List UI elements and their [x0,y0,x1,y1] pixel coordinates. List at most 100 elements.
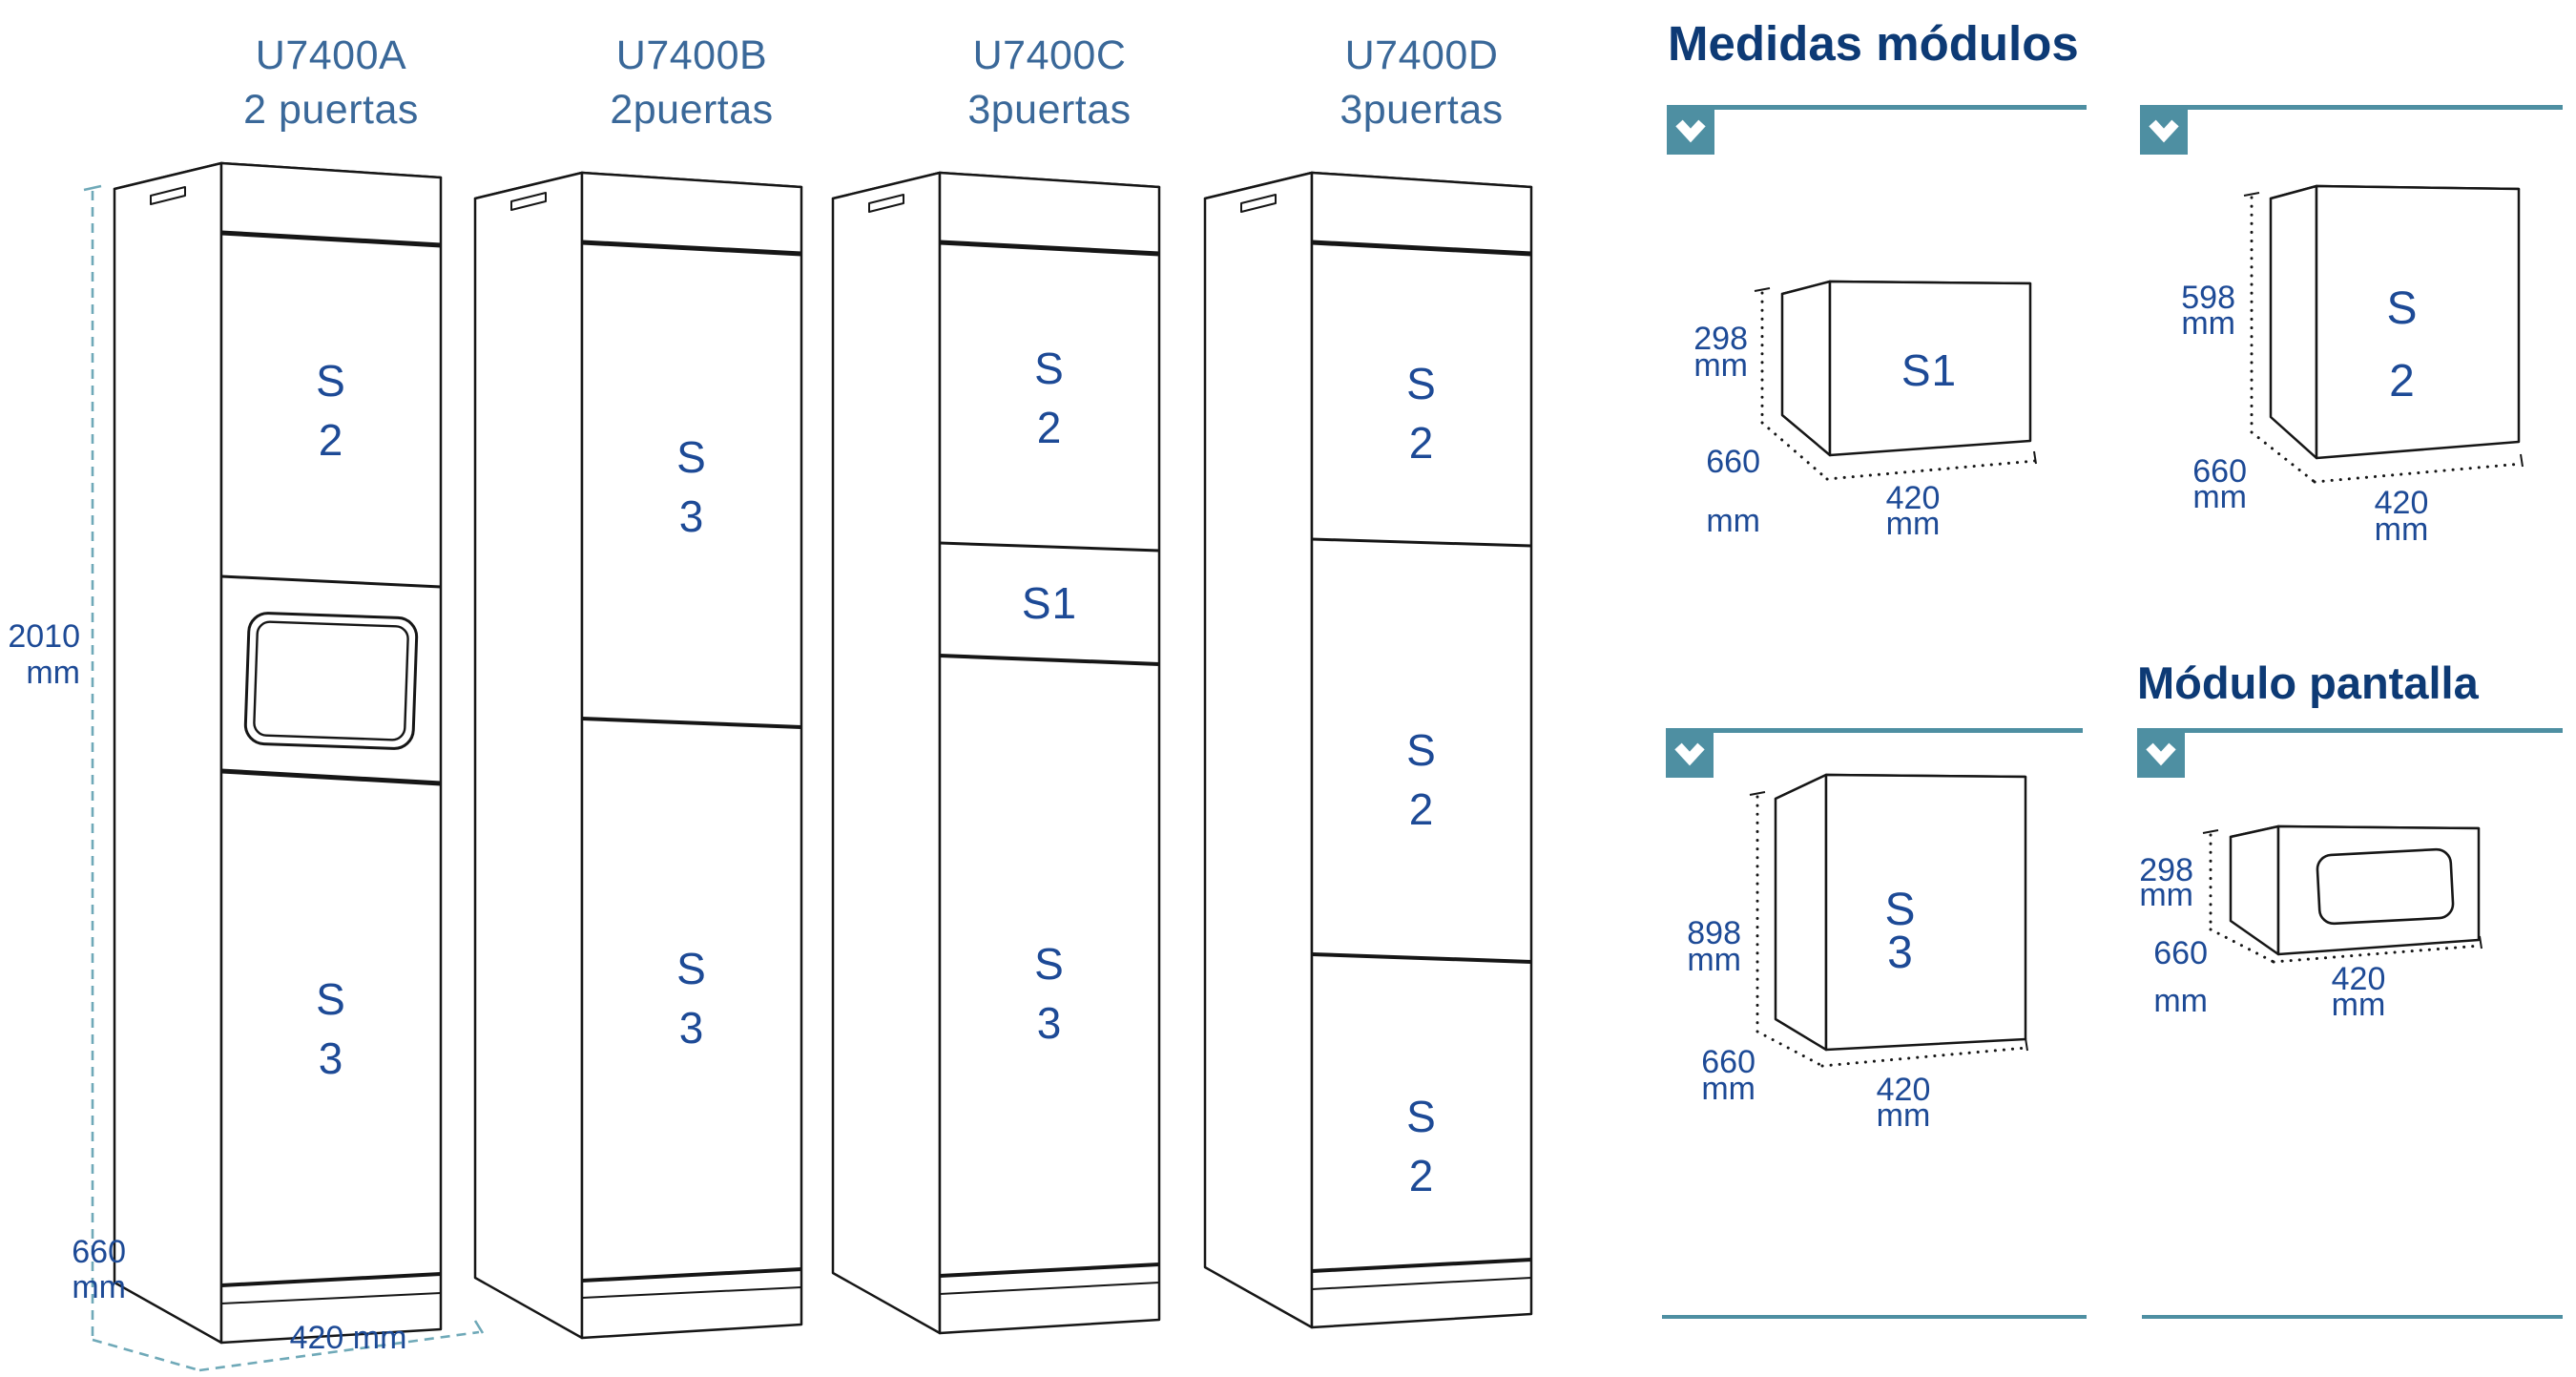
module-side-face [1780,280,1832,457]
dimension-text: mm [2374,511,2429,548]
dimension-text: 298 [1693,321,1748,357]
dimension-text: 660 [1706,444,1760,480]
dotted-dimension-line [1760,421,1829,481]
dimension-text: mm [2331,987,2386,1023]
dimension-text: 420 [2331,961,2386,997]
plinth-line [581,1286,802,1299]
door-divider-line [220,574,442,589]
screen-window [2316,847,2455,926]
module-side-face [2269,184,2318,460]
cabinet-model: U7400A [255,32,407,78]
dotted-dimension-line [1825,459,2037,481]
cabinet-top-strip-line [220,230,442,248]
module-s1-depth-unit: mm [1646,505,1760,537]
dimension-tick [1749,791,1766,796]
module-pantalla-depth-unit: mm [2093,983,2208,1019]
plinth-line [1311,1258,1532,1273]
compartment-label: 2 [1409,784,1435,834]
dotted-dimension-line [1820,1046,2028,1068]
module-name: 2 [2389,356,2416,407]
cabinet-front-face [580,171,803,1340]
compartment-label: 3 [679,1003,705,1053]
compartment-label: 2 [1409,1151,1435,1200]
compartment-label: S [1406,725,1437,775]
dimension-value: 660 [72,1234,126,1270]
cabinet-top-strip-line [1311,240,1532,257]
cabinet-front-face [1310,171,1533,1329]
dimension-tick [2520,453,2524,468]
cabinet-side-face [473,171,584,1340]
dimension-text: 660 [2153,935,2208,971]
dimension-tick [473,1320,485,1334]
dimension-unit: mm [26,655,80,691]
cabinet-front-face [219,161,443,1345]
lock-handle [868,194,904,213]
compartment-label: 3 [319,1033,344,1083]
dimension-tick [2033,450,2037,465]
plinth-line [220,1292,442,1304]
plinth-line [220,1272,442,1287]
compartment-label: S [1406,359,1437,408]
dimension-text: 898 [1687,915,1741,951]
compartment-label: 2 [319,415,344,465]
dimension-text: mm [1701,1071,1755,1107]
compartment-label: S1 [1022,578,1077,628]
module-name: S1 [1901,345,1957,395]
cabinet-side-face [1203,171,1314,1329]
dimension-tick [2479,935,2483,949]
lock-handle [1240,194,1277,213]
dimension-tick [1754,287,1771,292]
cabinet-top-strip-line [939,240,1160,257]
dimension-text: 420 [2374,485,2429,521]
dashed-dimension-line [92,1338,200,1372]
dimension-text: 660 [2192,453,2247,490]
dimension-text: 598 [2181,280,2235,316]
chevron-down-icon [2149,119,2179,143]
dimension-tick [2025,1037,2028,1052]
screen-inner-frame [253,620,409,741]
dimension-text: mm [1885,506,1941,542]
cabinet-depth-label: 660 mm [29,1235,126,1305]
cabinet-doors: 3puertas [967,87,1132,133]
dashed-dimension-line [198,1330,480,1372]
dimension-value: 2010 [8,618,80,655]
module-name: 3 [1887,928,1914,978]
cabinet-label-u7400d: U7400D 3puertas [1269,29,1574,137]
dimension-tick [83,184,102,192]
compartment-label: S [1034,939,1065,989]
door-divider-line [1311,952,1532,964]
dimension-tick [2202,829,2219,834]
door-divider-line [220,768,442,786]
dimension-text: mm [2139,877,2193,913]
cabinet-label-u7400c: U7400C 3puertas [897,29,1202,137]
dimension-text: mm [2153,983,2208,1019]
dotted-dimension-line [2272,944,2483,964]
cabinet-label-u7400a: U7400A 2 puertas [178,29,484,137]
cabinet-doors: 3puertas [1340,87,1504,133]
cabinet-model: U7400B [615,32,768,78]
chevron-down-icon [1675,119,1706,143]
module-side-face [1774,773,1828,1052]
compartment-label: 3 [1037,998,1063,1048]
compartment-label: S [316,356,346,406]
dimension-text: 420 [1885,480,1941,516]
module-front-face [1828,280,2032,457]
compartment-label: S [1034,344,1065,393]
compartment-label: S [316,974,346,1024]
compartment-label: 2 [1037,403,1063,452]
dimension-text: 660 [1701,1044,1755,1080]
door-divider-line [939,541,1160,553]
compartment-label: 2 [1409,418,1435,468]
module-side-face [2229,824,2280,956]
cabinet-width-label: 420 mm [289,1320,407,1356]
module-pantalla-depth-value: 660 [2093,935,2208,971]
dimension-text: 420 [1876,1072,1931,1108]
